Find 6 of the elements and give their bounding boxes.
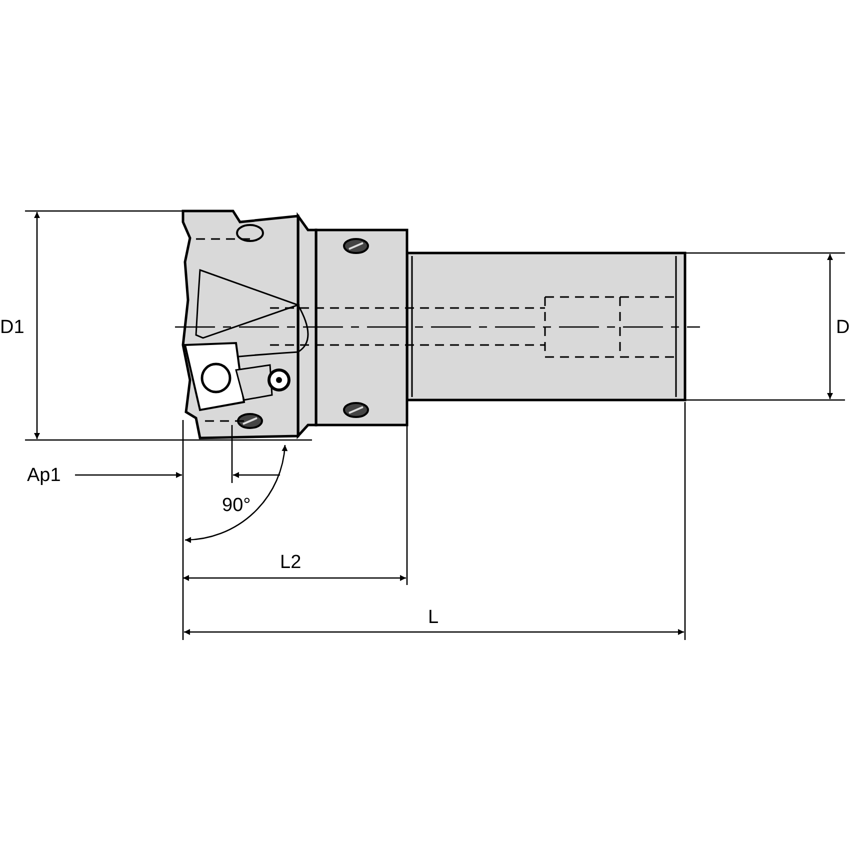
dimension-label: D xyxy=(836,318,850,337)
dimension-label: Ap1 xyxy=(27,466,61,485)
dimension-label: L2 xyxy=(280,553,302,572)
dimension-label: L xyxy=(428,608,439,627)
dimension-label: 90° xyxy=(222,496,251,515)
dimension-label: D1 xyxy=(0,318,24,337)
